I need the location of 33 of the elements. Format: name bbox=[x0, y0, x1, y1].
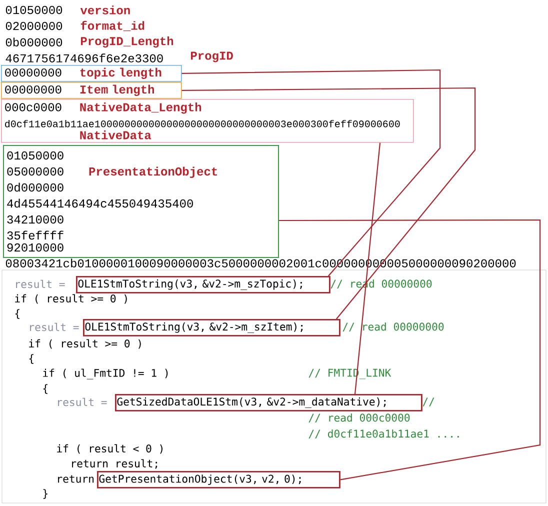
field-box: 01050000 05000000 PresentationObject 0d000000 4d45544146494c455049435400 34210000 35feffff 92010000 bbox=[3, 145, 279, 258]
field-box: 00000000 topic length bbox=[1, 65, 182, 82]
connector-line bbox=[279, 219, 541, 480]
hex-value: 0b000000 bbox=[6, 38, 62, 46]
code-call-box: OLE1StmToString(v3, &v2->m_szItem); bbox=[83, 319, 340, 336]
code-text: { bbox=[29, 354, 34, 364]
code-comment: // read 00000000 bbox=[342, 322, 444, 332]
code-text: return result; bbox=[72, 459, 158, 469]
code-call-box: GetPresentationObject(v3, v2, 0); bbox=[97, 471, 340, 488]
code-text: { bbox=[43, 384, 48, 394]
hex-value: 02000000 bbox=[6, 22, 62, 30]
hex-value: 01050000 bbox=[6, 6, 62, 14]
code-call-box: OLE1StmToString(v3, &v2->m_szTopic); bbox=[76, 276, 330, 294]
code-text: { bbox=[15, 309, 20, 319]
field-label: ProgID_Length bbox=[81, 36, 174, 48]
field-label: format_id bbox=[80, 20, 144, 32]
code-call-box: GetSizedDataOLE1Stm(v3, &v2->m_dataNative); bbox=[115, 394, 422, 412]
code-text: if ( ul_FmtID != 1 ) bbox=[43, 368, 168, 380]
connector-line bbox=[182, 69, 441, 276]
code-text: if ( result >= 0 ) bbox=[29, 339, 141, 349]
connector-line bbox=[354, 142, 381, 394]
code-text: } bbox=[43, 489, 48, 499]
field-label: ProgID bbox=[191, 52, 233, 62]
code-comment: // d0cf11e0a1b11ae1 .... bbox=[308, 429, 459, 439]
field-box: 00000000 Item length bbox=[1, 82, 182, 99]
code-text: if ( result < 0 ) bbox=[57, 444, 162, 454]
code-text: result = bbox=[30, 322, 79, 332]
connector-line bbox=[182, 87, 476, 320]
code-text: if ( result >= 0 ) bbox=[15, 294, 127, 304]
field-label: version bbox=[80, 6, 130, 14]
code-text: result = bbox=[16, 280, 65, 288]
field-box: 000c0000 NativeData_Length d0cf11e0a1b11ae10000000000000000000000000000003e000300feff09000600 NativeData bbox=[1, 99, 414, 143]
hex-value: 4671756174696f6e2e3300 bbox=[6, 54, 163, 62]
